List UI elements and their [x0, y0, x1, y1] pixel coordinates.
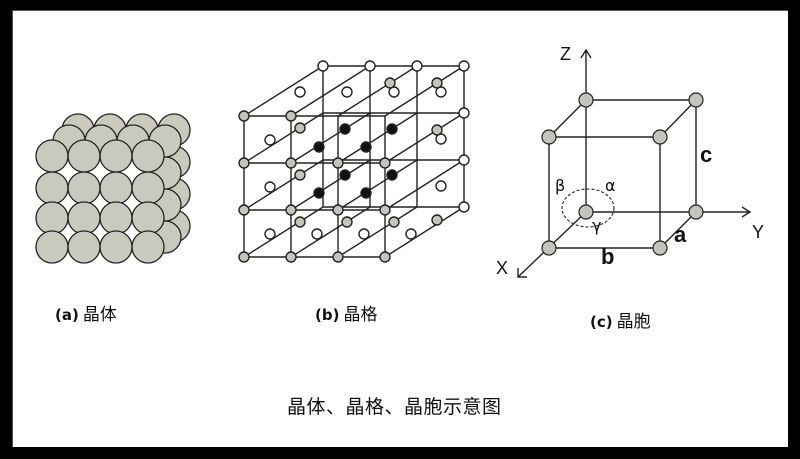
caption-lattice: (b)晶格 — [315, 300, 377, 325]
caption-label-a: 晶体 — [82, 305, 117, 325]
figure-title: 晶体、晶格、晶胞示意图 — [287, 396, 502, 418]
z-axis-label: Z — [560, 44, 571, 64]
angle-beta-label: β — [555, 176, 566, 195]
edge-b-label: b — [601, 244, 615, 269]
caption-tag-c: (c) — [590, 313, 613, 331]
caption-tag-b: (b) — [315, 306, 340, 324]
caption-unit-cell: (c)晶胞 — [590, 307, 651, 332]
angle-gamma-label: γ — [592, 216, 602, 235]
edge-c-label: c — [700, 142, 713, 167]
lattice-diagram — [238, 60, 470, 263]
edge-a-label: a — [674, 222, 687, 247]
caption-label-c: 晶胞 — [616, 312, 651, 332]
unit-cell-diagram — [517, 48, 752, 278]
x-axis-label: X — [496, 258, 509, 278]
y-axis-label: Y — [752, 222, 765, 242]
caption-crystal: (a)晶体 — [55, 300, 117, 325]
caption-label-b: 晶格 — [343, 305, 378, 325]
angle-alpha-label: α — [605, 176, 616, 195]
caption-tag-a: (a) — [55, 306, 79, 324]
